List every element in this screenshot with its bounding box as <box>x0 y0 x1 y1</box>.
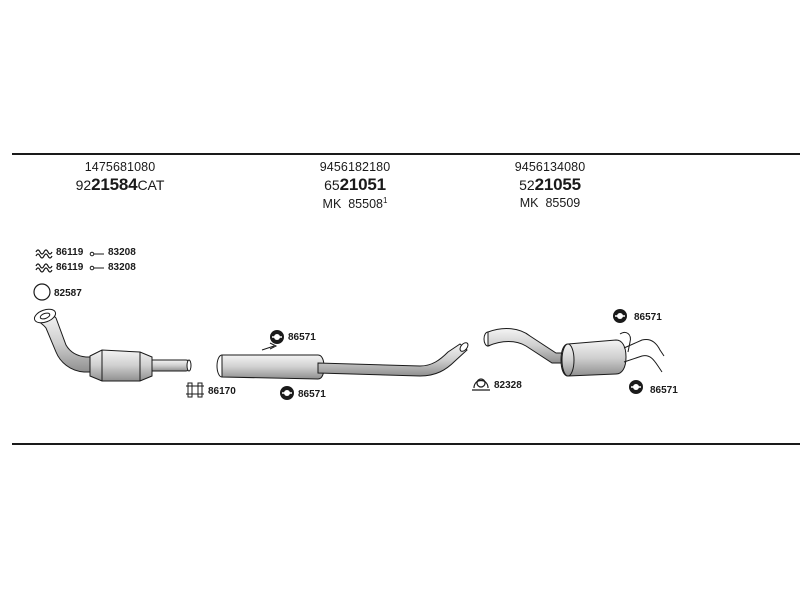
rear-silencer <box>483 328 665 377</box>
hanger-label-c: 86571 <box>634 312 662 323</box>
bolt-label-2: 83208 <box>108 262 136 273</box>
part-prefix: 92 <box>75 177 92 193</box>
kit-label: MK <box>322 197 342 212</box>
part-number: 6521051 <box>290 175 420 195</box>
bolt-label-1: 83208 <box>108 247 136 258</box>
kit-number: 85508 <box>348 197 383 212</box>
part-number: 5221055 <box>485 175 615 195</box>
catalytic-converter <box>33 308 192 382</box>
oe-number: 1475681080 <box>84 160 156 174</box>
part-header-middle-silencer: 9456182180 6521051 MK 855081 <box>290 160 420 211</box>
hanger-label-a: 86571 <box>288 332 316 343</box>
clamp-flange-icon <box>186 382 204 398</box>
part-prefix: 52 <box>519 177 535 193</box>
kit-footnote: 1 <box>383 196 388 205</box>
part-header-catalytic-converter: 1475681080 9221584CAT <box>55 160 185 195</box>
part-main: 21051 <box>339 175 386 194</box>
middle-silencer <box>216 342 469 380</box>
part-main: 21584 <box>91 175 138 194</box>
kit-label: MK <box>519 196 539 210</box>
hanger-label-b: 86571 <box>298 389 326 400</box>
part-header-rear-silencer: 9456134080 5221055 MK 85509 <box>485 160 615 210</box>
fitting-bolts <box>89 251 104 271</box>
part-number: 9221584CAT <box>55 175 185 195</box>
part-prefix: 65 <box>324 177 340 193</box>
u-clamp-icon <box>472 378 490 391</box>
oe-number: 9456182180 <box>319 160 391 174</box>
kit-number: 85509 <box>545 196 581 210</box>
part-main: 21055 <box>534 175 581 194</box>
spring-label-1: 86119 <box>56 247 84 258</box>
part-suffix: CAT <box>137 177 165 193</box>
gasket-icon <box>33 283 51 301</box>
hanger-label-d: 86571 <box>650 385 678 396</box>
fitting-springs <box>35 249 53 273</box>
clamp-flange-label: 86170 <box>208 386 236 397</box>
u-clamp-label: 82328 <box>494 380 522 391</box>
mounting-kit: MK 855081 <box>290 196 420 211</box>
bottom-rule <box>12 443 800 445</box>
gasket-label: 82587 <box>54 288 82 299</box>
top-rule <box>12 153 800 155</box>
mounting-kit: MK 85509 <box>485 196 615 210</box>
rubber-hanger-icons <box>270 309 643 400</box>
spring-label-2: 86119 <box>56 262 84 273</box>
oe-number: 9456134080 <box>514 160 586 174</box>
